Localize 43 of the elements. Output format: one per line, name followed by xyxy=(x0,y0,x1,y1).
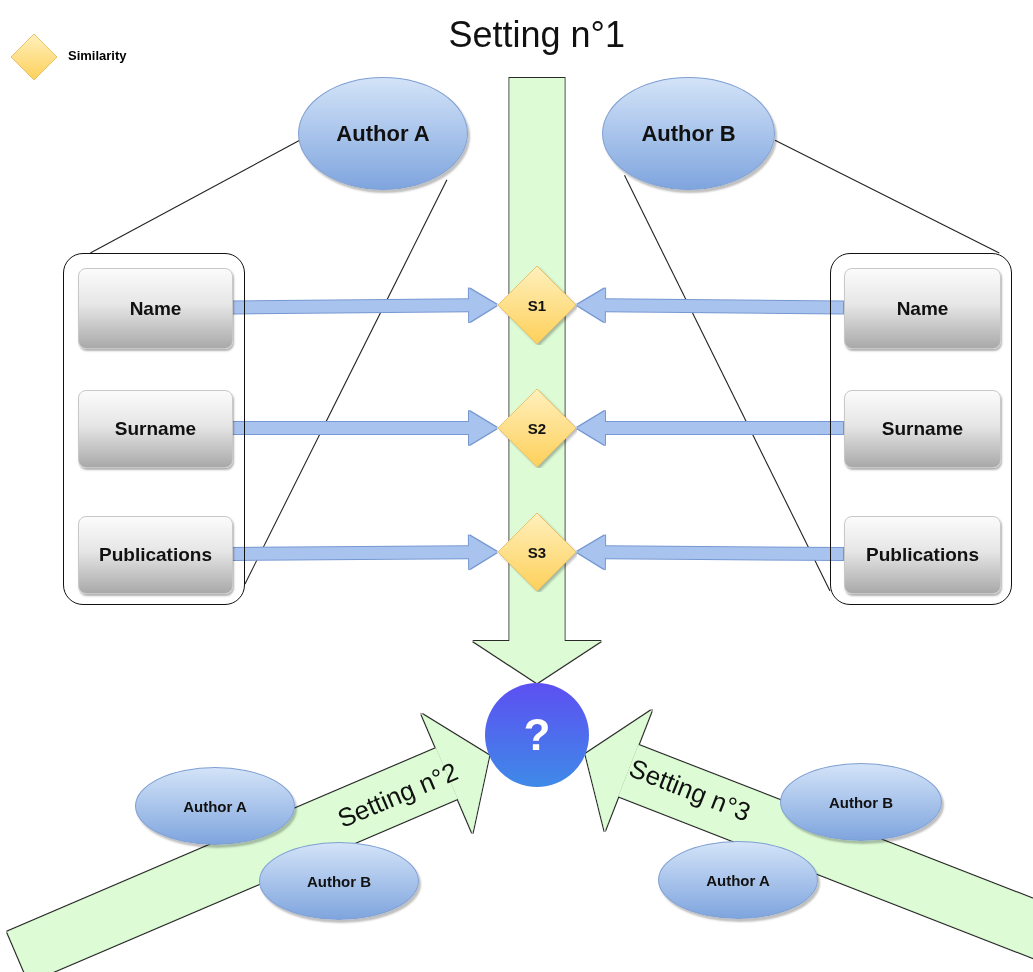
arrow xyxy=(231,535,497,570)
legend-text: Similarity xyxy=(68,48,127,63)
attribute-group-frame xyxy=(63,253,245,605)
attribute-field xyxy=(844,390,1001,468)
arrow xyxy=(232,411,497,445)
block-arrow xyxy=(585,710,1033,961)
author-name: Author A xyxy=(336,120,430,147)
attribute-label: Name xyxy=(129,297,182,320)
attribute-label: Surname xyxy=(881,418,964,440)
arrow xyxy=(577,535,844,570)
attribute-label: Surname xyxy=(114,418,197,440)
attribute-label: Publications xyxy=(99,544,212,566)
attribute-group-frame xyxy=(830,253,1012,605)
arrow xyxy=(577,411,843,445)
connector-line xyxy=(774,139,1000,254)
arrow xyxy=(231,288,497,323)
attribute-field xyxy=(78,390,233,468)
connector-line xyxy=(623,174,831,592)
attribute-label: Publications xyxy=(866,544,979,566)
attribute-field xyxy=(78,516,233,594)
attribute-field xyxy=(844,516,1001,594)
author-name: Author B xyxy=(306,872,372,890)
question-mark: ? xyxy=(523,710,551,760)
attribute-label: Name xyxy=(896,297,949,320)
block-arrow xyxy=(7,713,490,972)
similarity-label: S3 xyxy=(527,543,547,561)
author-name: Author A xyxy=(183,797,247,815)
similarity-label: S1 xyxy=(527,296,547,314)
similarity-diamond xyxy=(497,388,577,468)
attribute-field xyxy=(78,268,233,349)
connector-line xyxy=(89,139,301,254)
author-name: Author B xyxy=(828,793,894,811)
edge-label: Setting n°2 xyxy=(333,755,463,835)
edge-label: Setting n°1 xyxy=(448,14,626,56)
attribute-field xyxy=(844,268,1001,349)
block-arrow xyxy=(473,78,601,683)
similarity-diamond xyxy=(497,265,577,345)
author-name: Author A xyxy=(706,871,770,889)
connector-line xyxy=(244,179,448,585)
similarity-label: S2 xyxy=(527,419,547,437)
arrow xyxy=(577,288,844,323)
author-name: Author B xyxy=(641,120,736,147)
similarity-diamond xyxy=(497,512,577,592)
